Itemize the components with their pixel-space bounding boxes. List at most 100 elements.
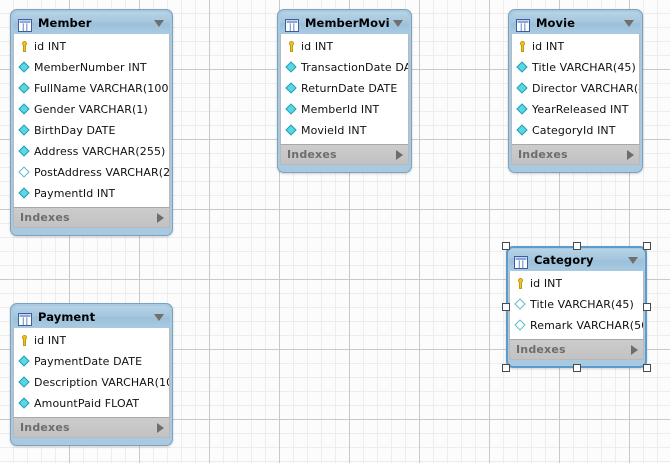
column-row[interactable]: PaymentId INT [14, 183, 169, 204]
column-row[interactable]: Title VARCHAR(45) [512, 57, 639, 78]
filled-diamond-icon [18, 355, 31, 368]
indexes-label: Indexes [20, 211, 70, 224]
resize-handle-nw[interactable] [502, 242, 510, 250]
table-header[interactable]: Category [509, 249, 644, 271]
table-name-label: Movie [536, 16, 576, 30]
filled-diamond-icon [285, 82, 298, 95]
triangle-right-icon[interactable] [157, 422, 164, 433]
resize-handle-sw[interactable] [502, 364, 510, 372]
column-row[interactable]: Remark VARCHAR(500) [510, 315, 643, 336]
indexes-label: Indexes [20, 421, 70, 434]
key-icon [514, 277, 527, 290]
triangle-right-icon[interactable] [631, 344, 638, 355]
column-row[interactable]: TransactionDate DATE [281, 57, 408, 78]
table-header[interactable]: MemberMovie [280, 12, 409, 34]
column-row[interactable]: AmountPaid FLOAT [14, 393, 169, 414]
filled-diamond-icon [18, 376, 31, 389]
resize-handle-se[interactable] [643, 364, 651, 372]
triangle-right-icon[interactable] [627, 149, 634, 160]
column-row[interactable]: Description VARCHAR(100) [14, 372, 169, 393]
column-row[interactable]: Address VARCHAR(255) [14, 141, 169, 162]
column-row[interactable]: id INT [14, 36, 169, 57]
filled-diamond-icon [18, 61, 31, 74]
column-row[interactable]: id INT [510, 273, 643, 294]
key-icon [285, 40, 298, 53]
column-label: MovieId INT [301, 124, 367, 137]
table-figure-movie[interactable]: Movie id INT Title VARCHAR(45)Director VAR… [508, 9, 643, 173]
table-icon [18, 17, 32, 32]
table-figure-membermovie[interactable]: MemberMovie id INT TransactionDate DATERet… [277, 9, 412, 173]
chevron-down-icon[interactable] [154, 19, 164, 27]
filled-diamond-icon [18, 124, 31, 137]
indexes-label: Indexes [287, 148, 337, 161]
column-row[interactable]: CategoryId INT [512, 120, 639, 141]
column-row[interactable]: MemberNumber INT [14, 57, 169, 78]
column-label: id INT [34, 40, 67, 53]
column-label: id INT [532, 40, 565, 53]
column-label: MemberId INT [301, 103, 380, 116]
chevron-down-icon[interactable] [154, 313, 164, 321]
column-row[interactable]: Director VARCHAR(45) [512, 78, 639, 99]
chevron-down-icon[interactable] [628, 256, 638, 264]
column-row[interactable]: FullName VARCHAR(100) [14, 78, 169, 99]
table-figure-member[interactable]: Member id INT MemberNumber INT FullName VAR… [10, 9, 173, 236]
column-row[interactable]: ReturnDate DATE [281, 78, 408, 99]
triangle-right-icon[interactable] [396, 149, 403, 160]
column-row[interactable]: id INT [14, 330, 169, 351]
table-icon [285, 17, 299, 32]
column-row[interactable]: PostAddress VARCHAR(255) [14, 162, 169, 183]
table-header[interactable]: Movie [511, 12, 640, 34]
column-row[interactable]: YearReleased INT [512, 99, 639, 120]
indexes-section[interactable]: Indexes [13, 207, 170, 228]
key-icon [18, 334, 31, 347]
filled-diamond-icon [516, 124, 529, 137]
resize-handle-w[interactable] [502, 303, 510, 311]
resize-handle-e[interactable] [643, 303, 651, 311]
table-header[interactable]: Member [13, 12, 170, 34]
column-row[interactable]: MovieId INT [281, 120, 408, 141]
resize-handle-s[interactable] [572, 364, 581, 372]
column-list: id INT MemberNumber INT FullName VARCHAR(1… [13, 34, 170, 207]
chevron-down-icon[interactable] [393, 19, 403, 27]
resize-handle-ne[interactable] [643, 242, 651, 250]
column-row[interactable]: Title VARCHAR(45) [510, 294, 643, 315]
column-list: id INT Title VARCHAR(45)Director VARCHAR(… [511, 34, 640, 144]
column-row[interactable]: Gender VARCHAR(1) [14, 99, 169, 120]
triangle-right-icon[interactable] [157, 212, 164, 223]
column-row[interactable]: BirthDay DATE [14, 120, 169, 141]
column-label: id INT [301, 40, 334, 53]
indexes-section[interactable]: Indexes [280, 144, 409, 165]
hollow-diamond-icon [18, 166, 31, 179]
column-row[interactable]: id INT [512, 36, 639, 57]
table-icon [18, 311, 32, 326]
table-icon [514, 254, 528, 269]
column-label: Remark VARCHAR(500) [530, 319, 643, 332]
indexes-section[interactable]: Indexes [511, 144, 640, 165]
table-name-label: Member [38, 16, 92, 30]
column-row[interactable]: PaymentDate DATE [14, 351, 169, 372]
filled-diamond-icon [285, 61, 298, 74]
indexes-label: Indexes [516, 343, 566, 356]
indexes-section[interactable]: Indexes [13, 417, 170, 438]
filled-diamond-icon [18, 103, 31, 116]
column-label: MemberNumber INT [34, 61, 147, 74]
hollow-diamond-icon [514, 319, 527, 332]
column-row[interactable]: id INT [281, 36, 408, 57]
column-label: CategoryId INT [532, 124, 616, 137]
column-label: BirthDay DATE [34, 124, 116, 137]
table-header[interactable]: Payment [13, 306, 170, 328]
filled-diamond-icon [18, 145, 31, 158]
table-name-label: Payment [38, 310, 96, 324]
column-row[interactable]: MemberId INT [281, 99, 408, 120]
chevron-down-icon[interactable] [624, 19, 634, 27]
resize-handle-n[interactable] [572, 242, 581, 250]
indexes-section[interactable]: Indexes [509, 339, 644, 360]
filled-diamond-icon [516, 61, 529, 74]
column-label: id INT [34, 334, 67, 347]
table-icon [516, 17, 530, 32]
indexes-label: Indexes [518, 148, 568, 161]
